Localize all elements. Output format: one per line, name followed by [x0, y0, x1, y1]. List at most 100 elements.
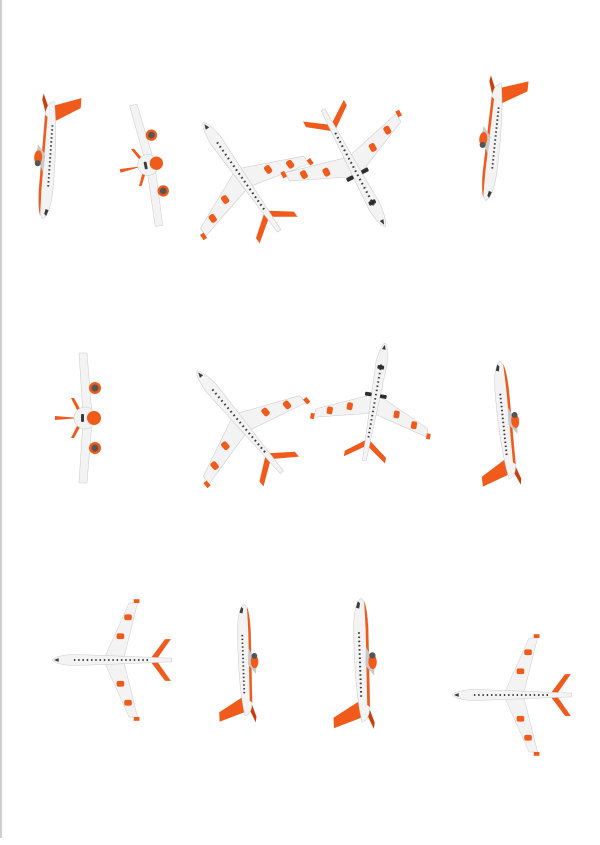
engine	[368, 654, 377, 670]
window	[486, 694, 489, 696]
airplane-top-left-facing-right	[451, 634, 572, 756]
engine	[326, 406, 333, 415]
window	[257, 443, 260, 446]
cockpit	[53, 658, 59, 662]
window	[358, 178, 362, 181]
wingtip-left	[133, 717, 140, 721]
engine	[250, 654, 259, 669]
cockpit	[453, 693, 459, 697]
wingtip-left	[203, 480, 211, 489]
airplane-top-diagonal-left	[200, 122, 314, 244]
window	[343, 149, 346, 152]
window	[372, 203, 375, 206]
tail-fin	[333, 701, 361, 729]
window	[238, 421, 242, 424]
window	[499, 694, 501, 696]
window	[47, 181, 50, 183]
engine	[524, 649, 532, 656]
window	[48, 165, 51, 167]
window	[538, 694, 540, 696]
window	[49, 145, 53, 147]
cockpit	[44, 208, 49, 217]
window	[359, 674, 362, 676]
engine	[393, 410, 400, 419]
engine	[124, 614, 132, 621]
window	[497, 107, 500, 109]
window	[263, 450, 266, 453]
window	[375, 389, 378, 392]
window	[359, 682, 362, 685]
cockpit	[198, 372, 204, 378]
window	[48, 161, 51, 163]
window	[516, 694, 519, 696]
window	[358, 657, 361, 660]
window	[503, 694, 506, 696]
window	[235, 168, 238, 172]
engine-intake	[34, 160, 41, 167]
window	[520, 694, 523, 696]
tail-fin	[481, 459, 508, 487]
airplane-banking-nose-up	[310, 342, 431, 464]
tail-right	[267, 210, 298, 217]
window	[336, 136, 340, 139]
wing-left	[504, 698, 538, 753]
window	[49, 153, 52, 155]
window	[358, 636, 361, 639]
window	[82, 659, 84, 661]
window	[496, 119, 499, 121]
window	[229, 410, 233, 414]
window	[224, 153, 228, 156]
landing-gear	[346, 175, 354, 182]
engine	[516, 715, 525, 722]
landing-gear	[364, 391, 372, 397]
window	[146, 659, 148, 661]
window	[492, 151, 495, 153]
window	[47, 185, 50, 187]
tail-right	[550, 674, 571, 694]
airplane-top-diagonal-center	[196, 370, 311, 489]
window	[359, 665, 362, 668]
tail-right	[150, 639, 171, 659]
window	[505, 449, 508, 452]
window	[369, 423, 372, 425]
engine	[346, 402, 353, 411]
window	[241, 642, 244, 644]
window	[220, 399, 224, 403]
window	[334, 132, 337, 135]
wingtip-right	[533, 634, 540, 638]
window	[358, 653, 361, 655]
window	[546, 694, 548, 696]
engine	[383, 125, 392, 135]
window	[241, 424, 245, 428]
window	[496, 115, 499, 117]
window	[499, 393, 502, 396]
window	[495, 127, 498, 129]
fuselage	[494, 360, 516, 480]
window	[254, 439, 257, 442]
window	[367, 195, 371, 198]
window	[512, 694, 514, 696]
wingtip-right	[306, 157, 314, 166]
airplane-side-nose-up-right	[481, 360, 522, 487]
window	[241, 646, 244, 648]
airplane-body	[280, 99, 403, 227]
window	[242, 676, 245, 679]
window	[529, 694, 531, 696]
engine-intake	[369, 652, 376, 659]
window	[371, 410, 375, 413]
window	[226, 406, 230, 410]
window	[214, 392, 218, 395]
wingtip-right	[280, 170, 288, 179]
window	[501, 413, 504, 416]
engine	[322, 167, 331, 177]
airplane-body	[219, 603, 259, 723]
engine-intake	[511, 411, 518, 418]
window	[254, 195, 257, 199]
window	[345, 153, 349, 156]
window	[508, 694, 510, 696]
engine	[261, 407, 270, 417]
tail-fin	[219, 697, 244, 722]
cockpit	[355, 601, 361, 609]
window	[363, 186, 366, 190]
window	[229, 161, 233, 164]
